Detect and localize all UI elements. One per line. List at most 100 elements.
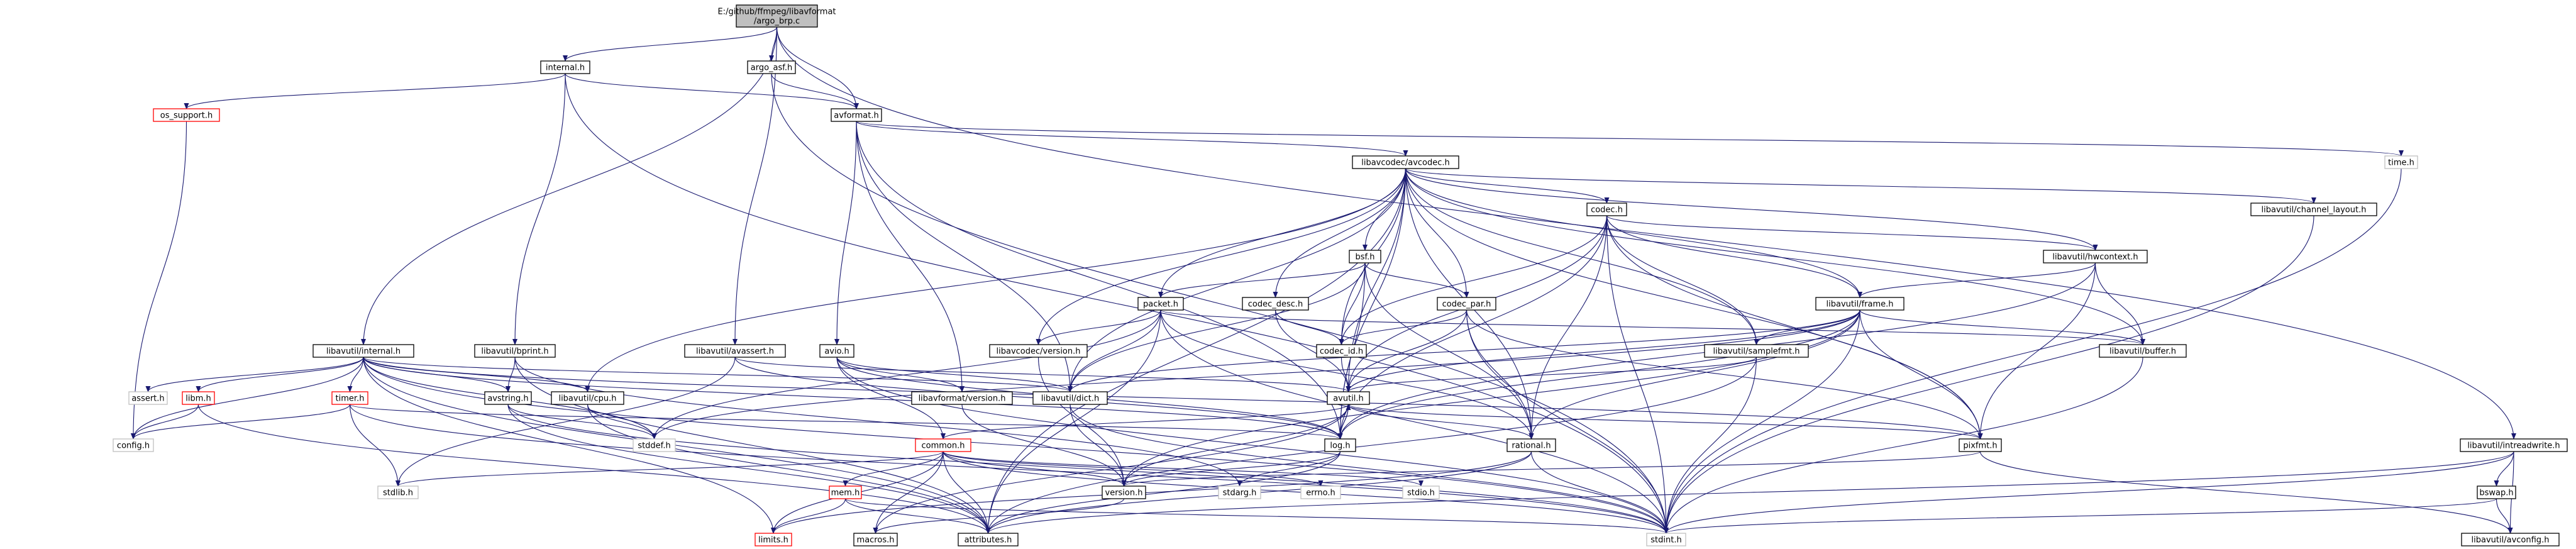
edge-channel_layout_h-to-stdint_h — [1664, 215, 2314, 534]
node-stdio-h[interactable]: stdio.h — [1402, 485, 1440, 499]
edge-avcodec_h-to-codec_h — [1405, 168, 1610, 204]
node-avconfig-h[interactable]: libavutil/avconfig.h — [2461, 533, 2560, 546]
node-intreadwrite-h[interactable]: libavutil/intreadwrite.h — [2460, 438, 2568, 452]
node-box — [1704, 344, 1809, 358]
node-channel-layout-h[interactable]: libavutil/channel_layout.h — [2250, 202, 2377, 216]
node-box — [1646, 533, 1686, 546]
node-stdarg-h[interactable]: stdarg.h — [1218, 485, 1261, 499]
node-avutil-h[interactable]: avutil.h — [1327, 391, 1370, 405]
edge-bsf_h-to-packet_h — [1158, 262, 1366, 298]
node-log-h[interactable]: log.h — [1324, 438, 1356, 452]
node-codec-desc-h[interactable]: codec_desc.h — [1242, 297, 1309, 311]
node-os-support-h[interactable]: os_support.h — [153, 108, 220, 122]
node-label: libavutil/cpu.h — [558, 394, 616, 404]
node-dict-h[interactable]: libavutil/dict.h — [1032, 391, 1108, 405]
edge-avcodec_h-to-attributes_h — [985, 168, 1407, 534]
edge-packet_h-to-lavc_version_h — [1036, 309, 1161, 345]
node-label: libavutil/bprint.h — [481, 347, 548, 357]
node-label: stdio.h — [1407, 489, 1435, 498]
node-pixfmt-h[interactable]: pixfmt.h — [1959, 438, 2002, 452]
node-config-h[interactable]: config.h — [113, 438, 154, 452]
node-avformat-h[interactable]: avformat.h — [831, 108, 882, 122]
edge-pixfmt_h-to-version_h — [1121, 451, 1981, 487]
edge-os_support_h-to-config_h — [131, 121, 187, 440]
node-argo-asf-h[interactable]: argo_asf.h — [747, 60, 796, 74]
edge-hwcontext_h-to-pixfmt_h — [1977, 262, 2096, 440]
edge-avutil_h-to-common_h — [941, 404, 1349, 440]
node-assert-h[interactable]: assert.h — [128, 391, 168, 405]
node-samplefmt-h[interactable]: libavutil/samplefmt.h — [1704, 344, 1809, 358]
edge-dict_h-to-stdint_h — [1070, 404, 1669, 534]
edge-avformat_h-to-log_h — [856, 121, 1343, 440]
edge-lavu_internal_h-to-log_h — [363, 357, 1343, 440]
node-timer-h[interactable]: timer.h — [331, 391, 368, 405]
edge-codec_desc_h-to-avutil_h — [1274, 309, 1351, 392]
edge-root-to-lavu_internal_h — [361, 26, 778, 345]
edge-avcodec_h-to-channel_layout_h — [1405, 168, 2316, 204]
node-box — [736, 4, 818, 28]
node-avio-h[interactable]: avio.h — [819, 344, 854, 358]
node-label: avformat.h — [834, 111, 878, 121]
node-codec-par-h[interactable]: codec_par.h — [1437, 297, 1496, 311]
node-frame-h[interactable]: libavutil/frame.h — [1815, 297, 1904, 311]
node-common-h[interactable]: common.h — [915, 438, 971, 452]
node-bswap-h[interactable]: bswap.h — [2477, 485, 2516, 499]
node-version-h[interactable]: version.h — [1102, 485, 1146, 499]
node-bsf-h[interactable]: bsf.h — [1349, 250, 1381, 263]
node-lavu-internal-h[interactable]: libavutil/internal.h — [312, 344, 414, 358]
node-box — [182, 391, 215, 405]
edge-lavu_internal_h-to-libm_h — [196, 357, 364, 392]
edge-avassert_h-to-avutil_h — [734, 357, 1351, 392]
node-stdlib-h[interactable]: stdlib.h — [377, 485, 419, 499]
node-packet-h[interactable]: packet.h — [1137, 297, 1184, 311]
node-time-h[interactable]: time.h — [2384, 155, 2418, 169]
node-box — [989, 344, 1088, 358]
node-lavf-version-h[interactable]: libavformat/version.h — [911, 391, 1013, 405]
node-box — [2384, 155, 2418, 169]
node-box — [831, 108, 882, 122]
edge-codec_h-to-samplefmt_h — [1606, 215, 1759, 345]
node-stdint-h[interactable]: stdint.h — [1646, 533, 1686, 546]
node-label: limits.h — [758, 536, 788, 545]
node-mem-h[interactable]: mem.h — [829, 485, 862, 499]
edge-avutil_h-to-macros_h — [873, 404, 1349, 534]
node-limits-h[interactable]: limits.h — [755, 533, 792, 546]
edge-avstring_h-to-stdint_h — [507, 404, 1669, 534]
node-bprint-h[interactable]: libavutil/bprint.h — [474, 344, 556, 358]
node-macros-h[interactable]: macros.h — [853, 533, 898, 546]
node-label: packet.h — [1143, 300, 1178, 309]
node-label: mem.h — [831, 489, 860, 498]
edge-lavu_internal_h-to-config_h — [131, 357, 364, 440]
node-errno-h[interactable]: errno.h — [1300, 485, 1341, 499]
edge-avformat_h-to-dict_h — [856, 121, 1073, 392]
node-stddef-h[interactable]: stddef.h — [633, 438, 676, 452]
edge-common_h-to-stdio_h — [943, 451, 1423, 487]
node-avassert-h[interactable]: libavutil/avassert.h — [684, 344, 786, 358]
edge-lavu_internal_h-to-limits_h — [363, 357, 776, 534]
edge-bswap_h-to-stdint_h — [1664, 498, 2497, 534]
node-box — [633, 438, 676, 452]
node-label: libavutil/internal.h — [326, 347, 401, 357]
edge-common_h-to-version_h — [943, 451, 1127, 487]
node-buffer-h[interactable]: libavutil/buffer.h — [2099, 344, 2187, 358]
node-lavc-version-h[interactable]: libavcodec/version.h — [989, 344, 1088, 358]
edge-common_h-to-stdlib_h — [395, 451, 944, 487]
node-attributes-h[interactable]: attributes.h — [958, 533, 1019, 546]
node-codec-id-h[interactable]: codec_id.h — [1316, 344, 1367, 358]
node-root[interactable]: E:/github/ffmpeg/libavformat/argo_brp.c — [717, 4, 836, 28]
node-libm-h[interactable]: libm.h — [182, 391, 215, 405]
node-label: stdarg.h — [1223, 489, 1257, 498]
edge-lavu_internal_h-to-stdint_h — [363, 357, 1669, 534]
node-box — [747, 60, 796, 74]
node-internal-h[interactable]: internal.h — [540, 60, 590, 74]
node-avstring-h[interactable]: avstring.h — [484, 391, 532, 405]
node-cpu-h[interactable]: libavutil/cpu.h — [551, 391, 624, 405]
node-rational-h[interactable]: rational.h — [1506, 438, 1556, 452]
node-avcodec-h[interactable]: libavcodec/avcodec.h — [1352, 155, 1459, 169]
node-hwcontext-h[interactable]: libavutil/hwcontext.h — [2043, 250, 2148, 263]
node-label: log.h — [1330, 441, 1350, 451]
node-box — [540, 60, 590, 74]
edge-lavu_internal_h-to-cpu_h — [363, 357, 590, 392]
node-codec-h[interactable]: codec.h — [1586, 202, 1627, 216]
node-box — [312, 344, 414, 358]
